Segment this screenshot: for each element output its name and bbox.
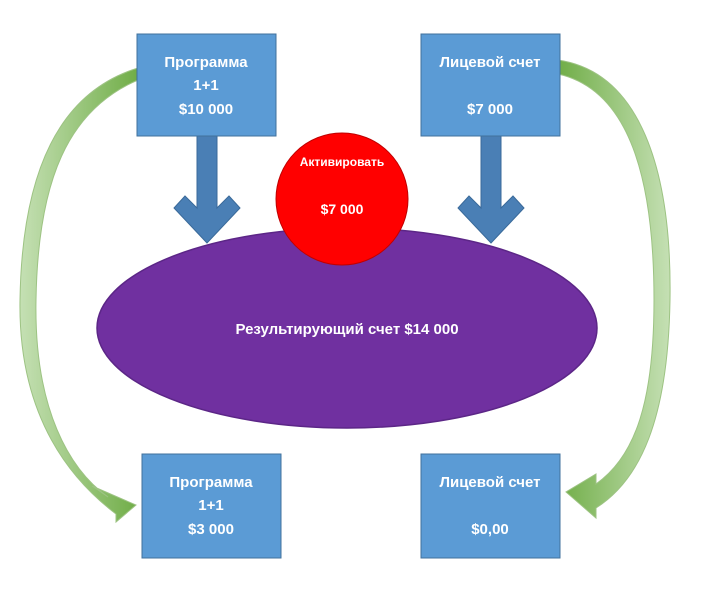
account-bottom-box: Лицевой счет $0,00 (420, 453, 561, 559)
down-arrow-left-icon (173, 135, 241, 244)
account-top-title: Лицевой счет (439, 54, 540, 71)
down-arrow-right-icon (457, 135, 525, 244)
program-top-amount: $10 000 (179, 101, 233, 118)
account-bottom-amount: $0,00 (471, 521, 509, 538)
account-top-box: Лицевой счет $7 000 (420, 33, 561, 137)
program-bottom-amount: $3 000 (188, 521, 234, 538)
activate-circle: Активировать $7 000 (275, 132, 409, 266)
account-top-amount: $7 000 (467, 101, 513, 118)
program-bottom-box: Программа 1+1 $3 000 (141, 453, 282, 559)
account-bottom-title: Лицевой счет (439, 474, 540, 491)
program-bottom-subtitle: 1+1 (198, 497, 223, 514)
right-curved-arrow-icon (557, 59, 671, 520)
left-curved-arrow-icon (19, 67, 139, 524)
program-top-title: Программа (164, 54, 248, 71)
activate-label: Активировать (300, 155, 385, 169)
program-top-subtitle: 1+1 (193, 77, 218, 94)
program-bottom-title: Программа (169, 474, 253, 491)
program-top-box: Программа 1+1 $10 000 (136, 33, 277, 137)
result-label: Результирующий счет $14 000 (235, 321, 458, 338)
activate-amount: $7 000 (321, 201, 364, 217)
